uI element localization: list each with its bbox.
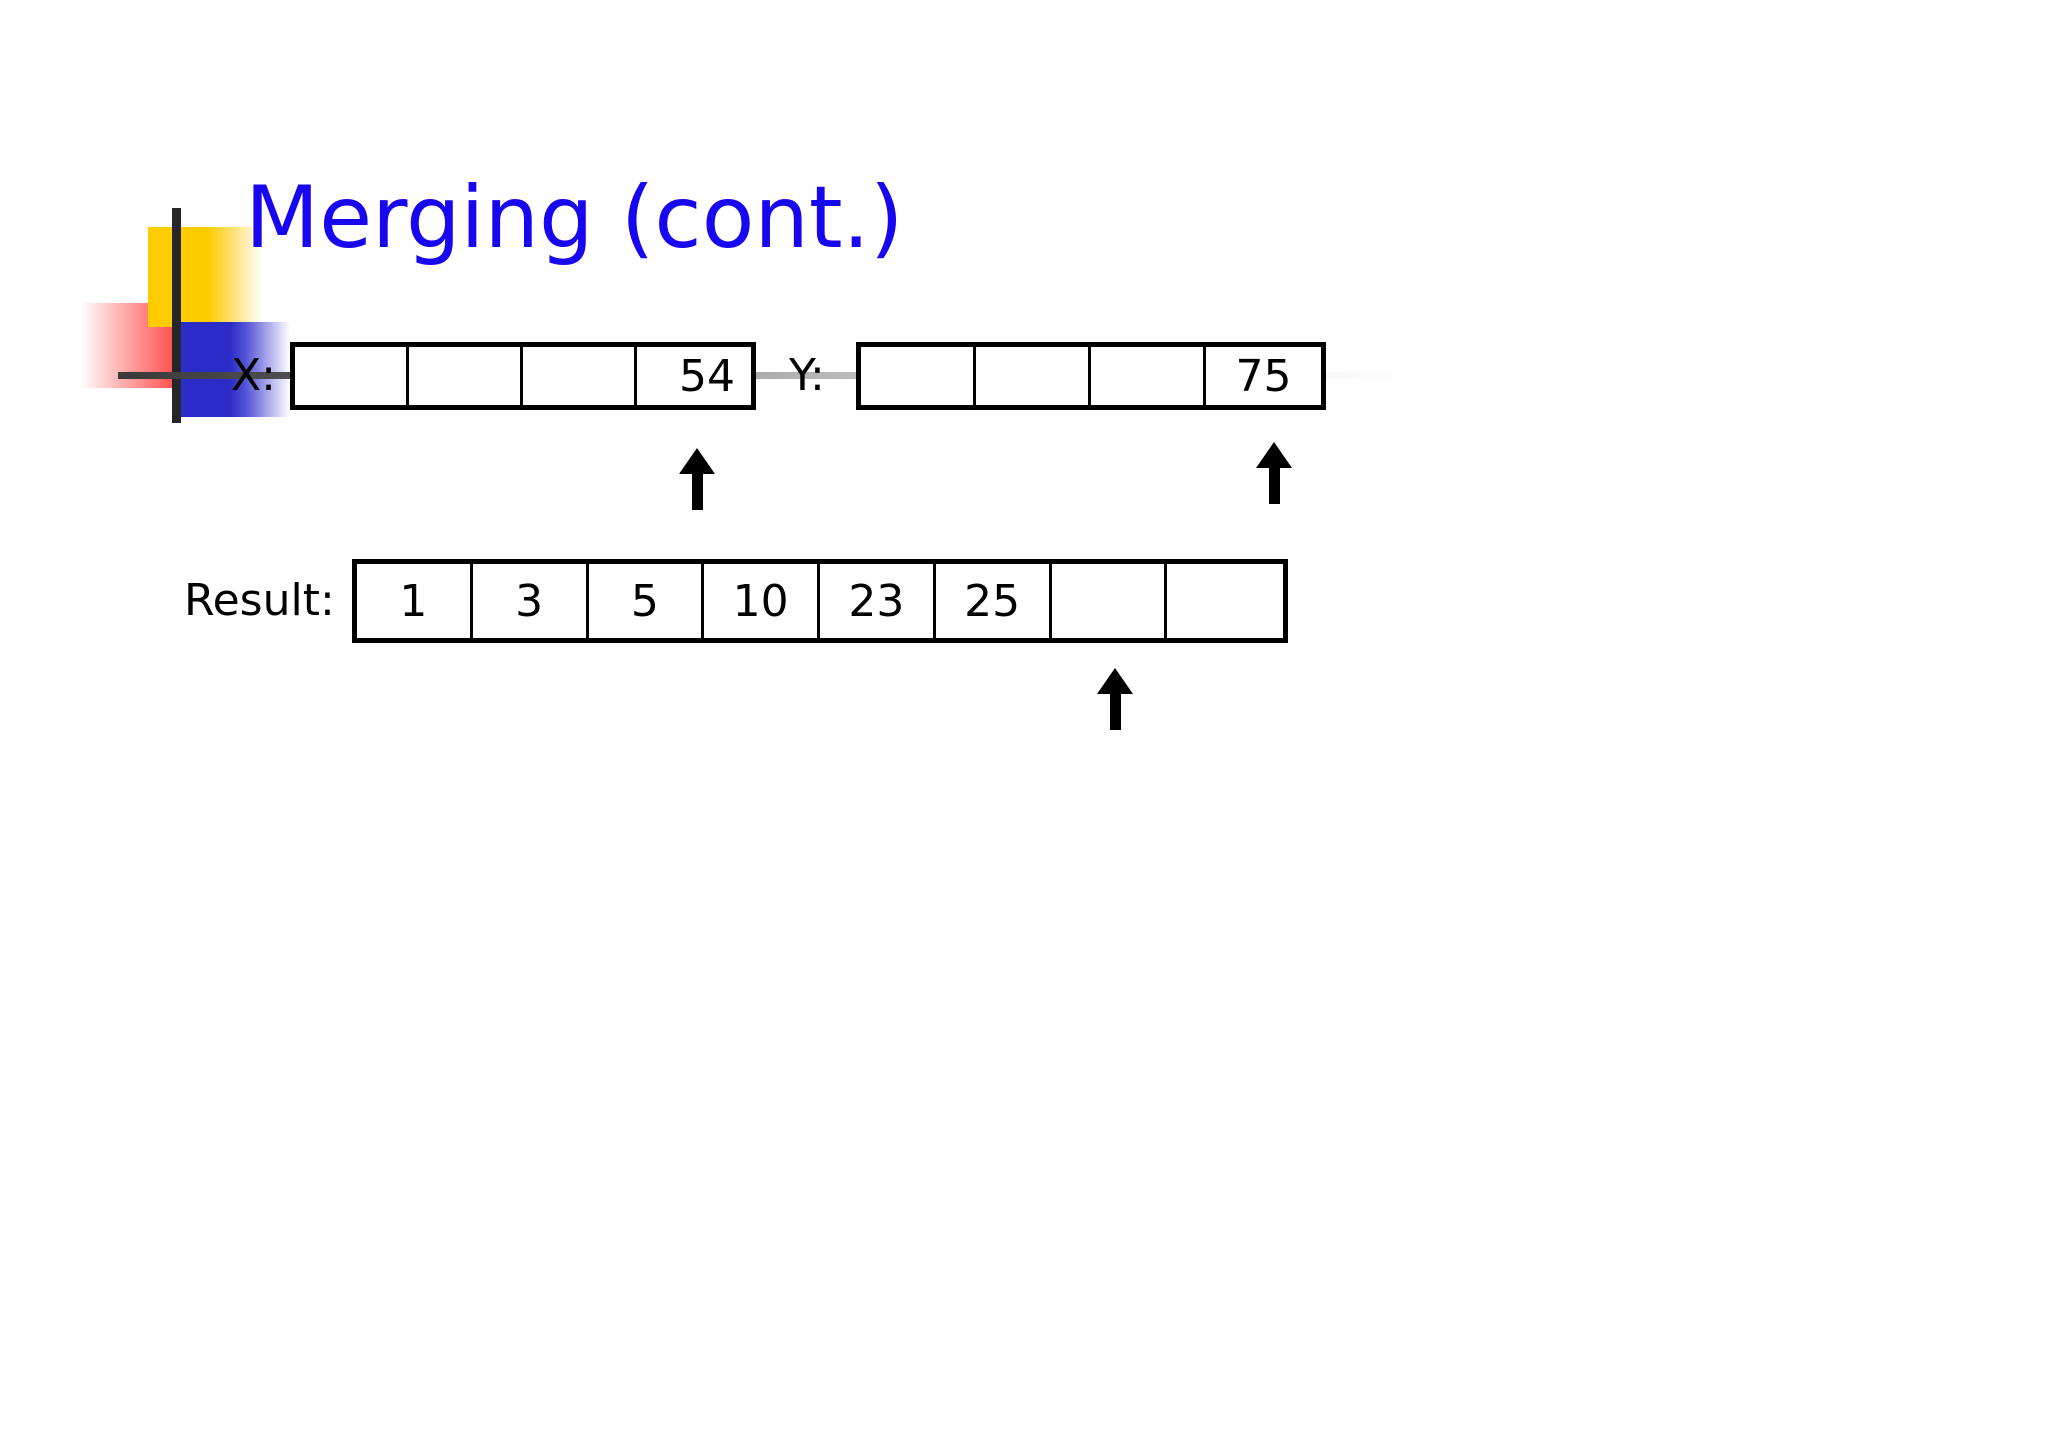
array-result-cell-3: 10: [704, 564, 820, 638]
array-result-cell-5: 25: [936, 564, 1052, 638]
arrow-shaft: [692, 470, 703, 510]
slide-header: Merging (cont.): [0, 0, 2048, 423]
array-y-label: Y:: [789, 350, 825, 401]
arrow-up-icon-y-pointer: [1256, 442, 1292, 504]
decoration-vertical-bar: [172, 208, 181, 423]
arrow-head: [1097, 668, 1133, 694]
array-y-cell-1: [976, 347, 1091, 405]
arrow-up-icon-result-pointer: [1097, 668, 1133, 730]
array-result-cell-1: 3: [473, 564, 589, 638]
arrow-shaft: [1269, 464, 1280, 504]
arrow-shaft: [1110, 690, 1121, 730]
arrow-head: [1256, 442, 1292, 468]
arrow-head: [679, 448, 715, 474]
array-x-cell-1: [409, 347, 523, 405]
array-result-cell-4: 23: [820, 564, 936, 638]
array-x-cell-3: 54: [679, 350, 735, 402]
array-x: 54: [290, 342, 756, 410]
arrow-up-icon-x-pointer: [679, 448, 715, 510]
array-x-cell-0: [295, 347, 409, 405]
array-x-cell-2: [523, 347, 637, 405]
array-y: 75: [856, 342, 1326, 410]
array-y-cell-3: 75: [1235, 350, 1292, 402]
page-title: Merging (cont.): [245, 168, 904, 268]
array-result-label: Result:: [184, 575, 335, 626]
array-result-cell-6: [1052, 564, 1168, 638]
title-divider-line: [118, 372, 1408, 379]
array-result: 1 3 5 10 23 25: [352, 559, 1288, 643]
decoration-blue-square: [175, 322, 290, 417]
array-y-cell-2: [1091, 347, 1206, 405]
decoration-yellow-square: [148, 227, 263, 327]
array-result-cell-0: 1: [357, 564, 473, 638]
array-x-label: X:: [231, 350, 276, 401]
array-result-cell-2: 5: [589, 564, 705, 638]
array-result-cell-7: [1167, 564, 1283, 638]
array-y-cell-0: [861, 347, 976, 405]
